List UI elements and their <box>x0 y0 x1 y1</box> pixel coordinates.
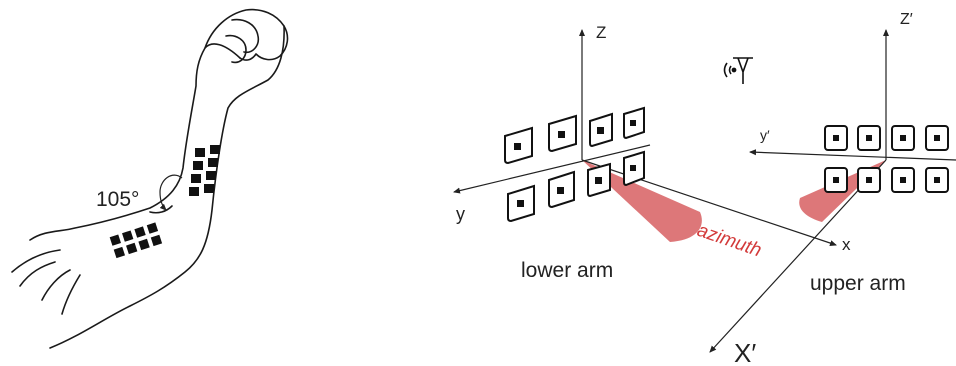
x-axis-upper <box>709 159 887 353</box>
lower-arm-sensor-tiles <box>504 106 645 223</box>
y-axis-label-lower: y <box>456 204 465 224</box>
sensor-square <box>109 234 122 246</box>
sensor-tile <box>548 114 577 153</box>
sensor-square <box>122 230 134 242</box>
lower-arm-sensor-grid <box>109 222 163 259</box>
sensor-tile <box>925 167 949 193</box>
lower-arm-label: lower arm <box>521 259 613 282</box>
upper-arm-label: upper arm <box>810 272 906 295</box>
angle-arc <box>159 174 183 211</box>
sensor-square <box>195 148 205 157</box>
sensor-tile <box>623 106 645 140</box>
upper-arm-sensor-tiles <box>824 125 949 193</box>
antenna-icon <box>723 57 753 84</box>
sensor-square <box>193 161 203 170</box>
sensor-square <box>126 242 138 255</box>
upper-arm-sensor-grid <box>189 145 220 196</box>
angle-label: 105° <box>96 188 139 211</box>
sensor-square <box>146 222 159 234</box>
x-axis-label-lower: x <box>842 235 851 254</box>
x-axis-label-upper: X′ <box>734 338 756 366</box>
sensor-tile <box>857 167 881 193</box>
z-axis-label-upper: Z′ <box>900 11 913 28</box>
sensor-square <box>150 234 163 247</box>
sensor-square <box>191 174 201 183</box>
sensor-tile <box>504 126 533 165</box>
sensor-tile <box>857 125 881 151</box>
sensor-square <box>189 187 199 196</box>
sensor-tile <box>623 150 645 187</box>
sensor-tile <box>589 112 613 148</box>
sensor-tile <box>925 125 949 151</box>
sensor-square <box>113 246 126 259</box>
sensor-tile <box>824 167 848 193</box>
y-axis-label-upper: y′ <box>760 127 770 143</box>
sensor-tile <box>587 162 611 198</box>
azimuth-label: azimuth <box>694 220 764 262</box>
sensor-tile <box>507 184 535 223</box>
y-axis-lower <box>453 144 651 194</box>
elbow-crease <box>149 205 173 214</box>
z-axis-label-lower: Z <box>596 23 606 42</box>
sensor-tile <box>824 125 848 151</box>
sensor-tile <box>891 167 915 193</box>
sensor-square <box>210 145 220 154</box>
sensor-diagram: Z y x Z′ y′ X′ azimuth lower arm upper a… <box>453 11 956 366</box>
arm-outline <box>11 25 285 349</box>
sensor-square <box>138 238 150 251</box>
azimuth-sector-lower <box>582 160 702 242</box>
sensor-square <box>204 184 214 193</box>
sensor-square <box>134 226 146 238</box>
sensor-square <box>206 171 216 180</box>
arm-illustration: 105° <box>11 8 289 349</box>
fist-outline <box>204 8 289 64</box>
y-axis-upper <box>749 149 956 161</box>
sensor-tile <box>548 170 575 209</box>
sensor-tile <box>891 125 915 151</box>
sensor-square <box>208 158 218 167</box>
